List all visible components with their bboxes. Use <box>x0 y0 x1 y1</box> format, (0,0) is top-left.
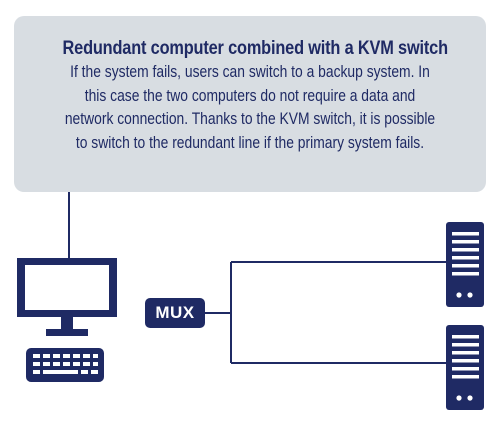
server-backup-icon <box>446 325 484 410</box>
monitor-and-keyboard-icon <box>17 258 117 382</box>
keyboard-icon <box>26 348 104 382</box>
callout-body: If the system fails, users can switch to… <box>27 61 472 155</box>
callout-title: Redundant computer combined with a KVM s… <box>62 38 449 59</box>
callout-body-line: If the system fails, users can switch to… <box>70 63 430 81</box>
description-callout: Redundant computer combined with a KVM s… <box>14 16 486 192</box>
mux-box <box>145 298 205 328</box>
monitor-icon <box>17 258 117 336</box>
callout-body-line: this case the two computers do not requi… <box>84 86 416 105</box>
callout-body-line: network connection. Thanks to the KVM sw… <box>64 110 436 128</box>
mux-label: MUX <box>155 303 195 322</box>
connection-lines <box>205 261 448 364</box>
callout-body-line: to switch to the redundant line if the p… <box>75 133 425 152</box>
server-primary-icon <box>446 222 484 307</box>
